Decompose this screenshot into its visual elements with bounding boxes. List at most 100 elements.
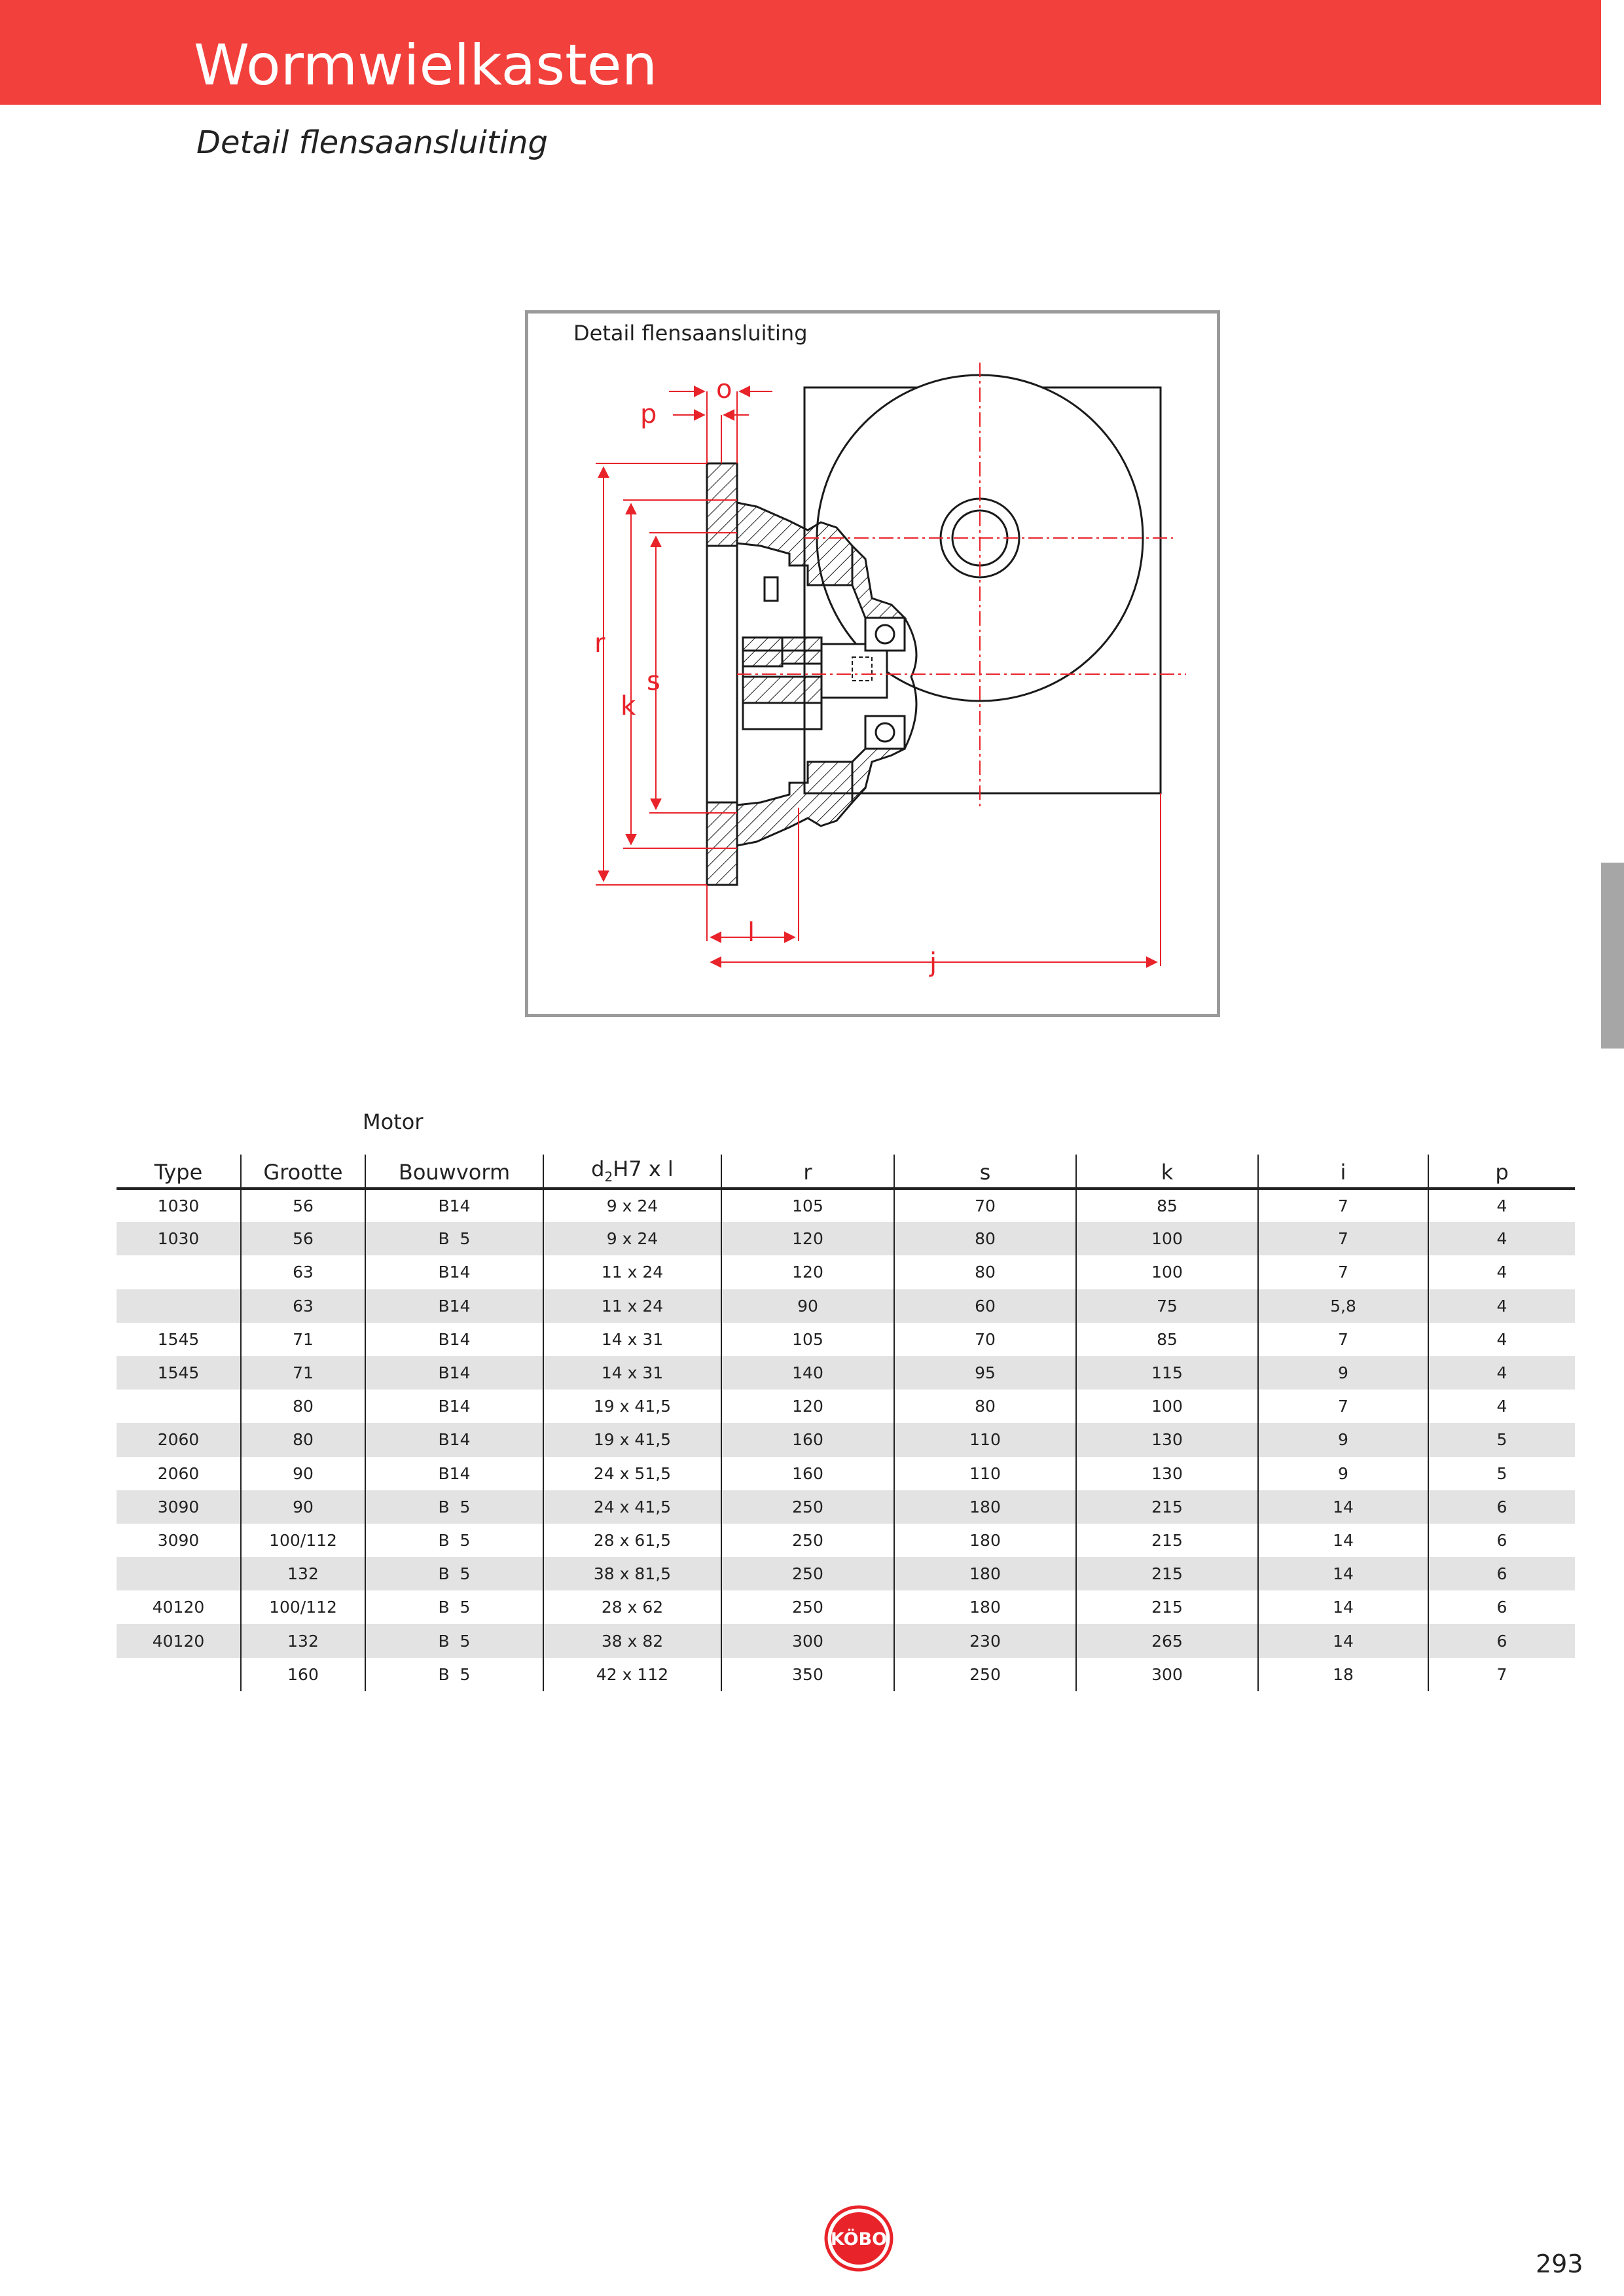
cell-grootte: 132: [241, 1557, 366, 1591]
cell-k: 130: [1076, 1423, 1259, 1457]
cell-p: 4: [1428, 1289, 1575, 1323]
dim-label-o: o: [716, 374, 732, 404]
cell-r: 120: [721, 1222, 895, 1256]
cell-i: 9: [1258, 1423, 1429, 1457]
cell-s: 180: [894, 1557, 1077, 1591]
col-p: p: [1428, 1155, 1575, 1190]
cell-type: 2060: [117, 1423, 242, 1457]
cell-s: 80: [894, 1222, 1077, 1256]
cell-d2: 11 x 24: [543, 1255, 722, 1289]
cell-d2: 38 x 81,5: [543, 1557, 722, 1591]
header-bar: [0, 0, 1601, 105]
cell-s: 60: [894, 1289, 1077, 1323]
cell-grootte: 132: [241, 1624, 366, 1658]
cell-bouwvorm: B14: [365, 1390, 544, 1424]
col-d2-suffix: H7 x l: [613, 1157, 674, 1181]
cell-bouwvorm: B14: [365, 1255, 544, 1289]
kobo-logo: KÖBO: [824, 2205, 893, 2272]
dim-label-r: r: [594, 628, 605, 658]
page-title: Wormwielkasten: [194, 33, 658, 98]
cell-i: 18: [1258, 1657, 1429, 1691]
cell-grootte: 63: [241, 1255, 366, 1289]
cell-i: 14: [1258, 1624, 1429, 1658]
cell-k: 100: [1076, 1390, 1259, 1424]
cell-bouwvorm: B14: [365, 1423, 544, 1457]
cell-k: 215: [1076, 1490, 1259, 1524]
cell-s: 180: [894, 1523, 1077, 1558]
cell-d2: 28 x 62: [543, 1590, 722, 1624]
cell-r: 250: [721, 1523, 895, 1558]
cell-k: 300: [1076, 1657, 1259, 1691]
cell-k: 100: [1076, 1222, 1259, 1256]
cell-s: 95: [894, 1355, 1077, 1390]
cell-s: 230: [894, 1624, 1077, 1658]
dimensions-table: Type Grootte Bouwvorm d2H7 x l r s k i p…: [117, 1155, 1575, 1691]
cell-i: 14: [1258, 1490, 1429, 1524]
cell-type: [117, 1390, 242, 1424]
cell-type: 1545: [117, 1355, 242, 1390]
dim-label-k: k: [621, 691, 636, 721]
cell-grootte: 71: [241, 1322, 366, 1356]
worm-shaft: [820, 643, 888, 699]
page-number: 293: [1536, 2250, 1583, 2278]
dim-label-s: s: [647, 666, 660, 696]
cell-grootte: 160: [241, 1657, 366, 1691]
col-k: k: [1076, 1155, 1259, 1190]
cell-d2: 19 x 41,5: [543, 1390, 722, 1424]
col-d2-subscript: 2: [604, 1169, 613, 1185]
side-tab-marker: [1601, 863, 1624, 1049]
cell-r: 350: [721, 1657, 895, 1691]
cell-grootte: 71: [241, 1355, 366, 1390]
cell-type: [117, 1657, 242, 1691]
cell-type: 3090: [117, 1523, 242, 1558]
cell-r: 120: [721, 1255, 895, 1289]
cell-bouwvorm: B 5: [365, 1557, 544, 1591]
dim-label-p: p: [640, 399, 657, 429]
col-d2: d2H7 x l: [543, 1155, 722, 1190]
cell-d2: 19 x 41,5: [543, 1423, 722, 1457]
figure-caption: Detail flensaansluiting: [573, 321, 808, 346]
cell-grootte: 80: [241, 1390, 366, 1424]
cell-r: 250: [721, 1557, 895, 1591]
cell-bouwvorm: B 5: [365, 1222, 544, 1256]
cell-type: [117, 1289, 242, 1323]
cell-d2: 9 x 24: [543, 1222, 722, 1256]
bearing-upper: [864, 617, 906, 652]
cell-r: 300: [721, 1624, 895, 1658]
cell-p: 4: [1496, 1196, 1507, 1216]
cell-k: 215: [1076, 1557, 1259, 1591]
cell-bouwvorm: B14: [365, 1289, 544, 1323]
cell-grootte: 80: [241, 1423, 366, 1457]
cell-type: 3090: [117, 1490, 242, 1524]
cell-s: 80: [894, 1255, 1077, 1289]
cell-bouwvorm: B 5: [365, 1590, 544, 1624]
cell-p: 7: [1496, 1664, 1507, 1684]
col-r: r: [721, 1155, 895, 1190]
cell-i: 7: [1258, 1222, 1429, 1256]
cell-r: 250: [721, 1590, 895, 1624]
col-grootte: Grootte: [241, 1155, 366, 1190]
bearing-lower: [864, 715, 906, 750]
cell-bouwvorm: B 5: [365, 1624, 544, 1658]
cell-i: 14: [1258, 1590, 1429, 1624]
cell-r: 140: [721, 1355, 895, 1390]
cell-r: 105: [721, 1189, 895, 1223]
cell-k: 100: [1076, 1255, 1259, 1289]
cell-type: 40120: [117, 1590, 242, 1624]
cell-p: 4: [1428, 1222, 1575, 1256]
bell-housing-lower: [736, 761, 854, 847]
cell-i: 7: [1258, 1255, 1429, 1289]
cell-i: 14: [1258, 1557, 1429, 1591]
cell-k: 215: [1076, 1523, 1259, 1558]
cell-type: 2060: [117, 1456, 242, 1490]
cell-r: 160: [721, 1456, 895, 1490]
cell-type: [117, 1255, 242, 1289]
cell-p: 6: [1496, 1530, 1507, 1550]
